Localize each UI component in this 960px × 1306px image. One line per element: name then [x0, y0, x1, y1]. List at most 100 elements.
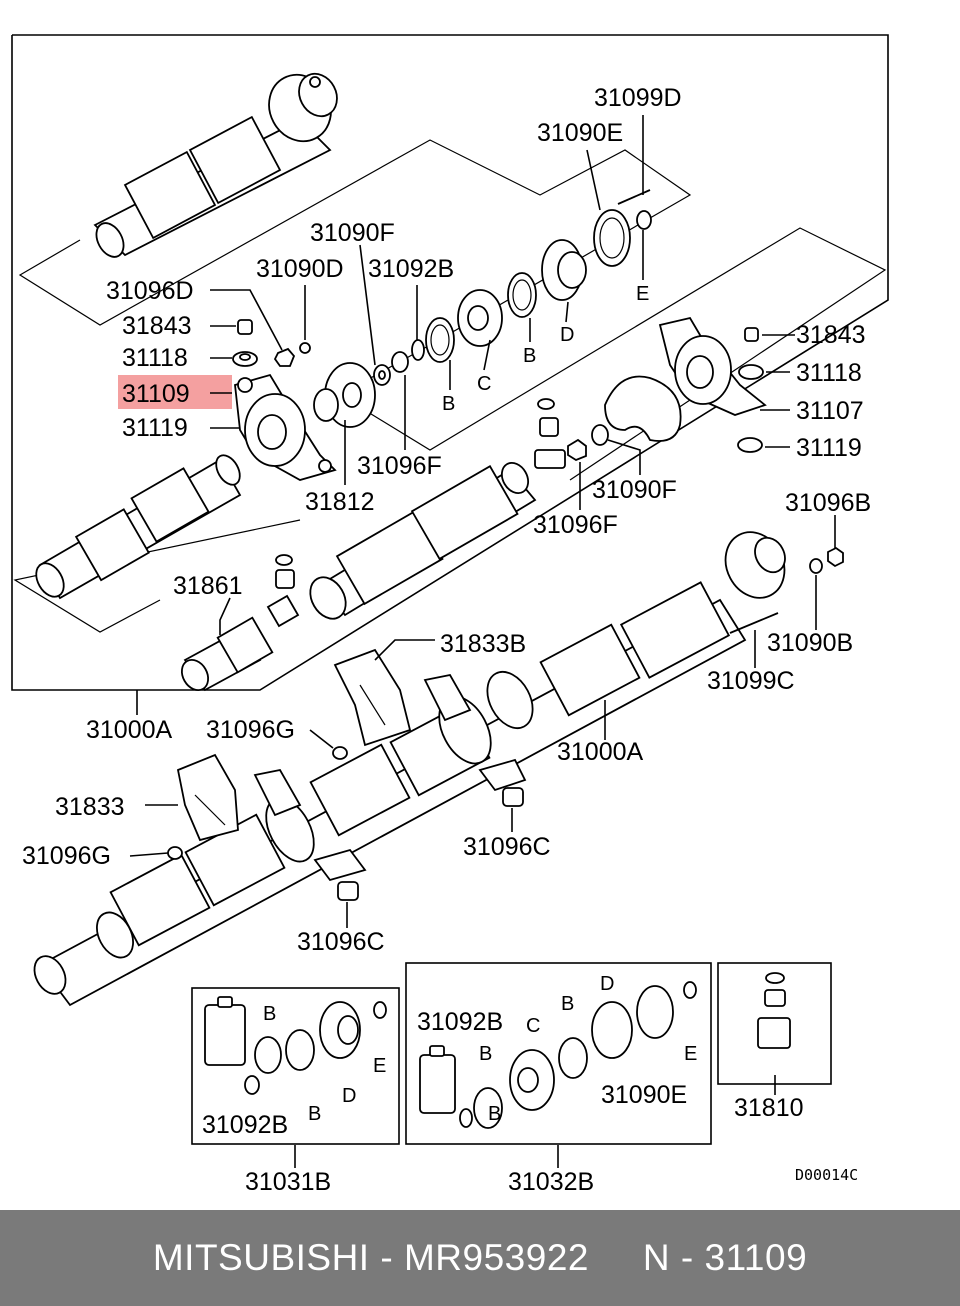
label-31096G-top: 31096G — [206, 716, 295, 744]
upper-group-outline — [18, 139, 692, 346]
label-31000A-left: 31000A — [86, 716, 173, 744]
leader-lines — [129, 115, 836, 1168]
label-31090B: 31090B — [767, 629, 853, 657]
yoke-flange-right — [604, 375, 682, 442]
footer-position: N - 31109 — [642, 1237, 808, 1278]
letter-D-top: D — [560, 324, 574, 346]
footer-brand: MITSUBISHI — [152, 1237, 370, 1278]
label-31096C-upper: 31096C — [463, 833, 551, 861]
label-31096D: 31096D — [106, 277, 194, 305]
nut-31096B — [827, 546, 844, 568]
label-31119-left: 31119 — [122, 414, 188, 442]
ring-31092B-top — [411, 339, 425, 361]
label-31092B-box1: 31092B — [202, 1111, 288, 1139]
clip-E-top — [636, 210, 652, 230]
letter-box2-B3: B — [488, 1103, 501, 1125]
label-31109: 31109 — [122, 380, 190, 408]
letter-box2-B2: B — [561, 993, 574, 1015]
letter-box2-D: D — [600, 973, 614, 995]
label-31090F-top: 31090F — [310, 219, 395, 247]
left-lower-shaft — [35, 454, 242, 600]
bushing-31096C-lower — [337, 881, 359, 901]
footer-part-number: MR953922 — [403, 1237, 589, 1278]
flange-31812 — [313, 362, 376, 428]
gasket-B-top-1 — [425, 317, 455, 363]
bolt-31099C — [729, 612, 779, 634]
center-bearing-31109 — [234, 373, 337, 481]
bushing-31843-right — [744, 327, 759, 342]
gasket-31090E-top — [593, 209, 631, 267]
label-31118-left: 31118 — [122, 344, 188, 372]
footer-caption: MITSUBISHI - MR953922 N - 31109 — [152, 1237, 808, 1278]
center-bearing-31107 — [658, 316, 767, 416]
bolt-31099D — [617, 189, 651, 205]
label-31118-right: 31118 — [796, 359, 862, 387]
bushing-31843-left — [237, 319, 253, 335]
letter-C-top: C — [477, 373, 491, 395]
letter-box1-B1: B — [263, 1003, 276, 1025]
label-31843-right: 31843 — [796, 321, 866, 349]
lower-group-outline — [13, 519, 301, 633]
nut-31096F-right — [567, 438, 587, 462]
label-31099C: 31099C — [707, 667, 795, 695]
part-info-footer: MITSUBISHI - MR953922 N - 31109 — [0, 1210, 960, 1306]
middle-shaft-drawing — [309, 462, 537, 620]
letter-B-top: B — [523, 345, 536, 367]
label-31096F-mid: 31096F — [357, 452, 442, 480]
kit2-parts — [419, 981, 697, 1129]
washer-31090B — [809, 558, 823, 574]
gasket-B-top-2 — [507, 272, 537, 318]
letter-box2-E: E — [684, 1043, 697, 1065]
yoke-shaft-31861 — [180, 554, 300, 692]
bushing-31096C-upper — [502, 787, 524, 807]
label-31812: 31812 — [305, 488, 375, 516]
callout-labels: 31099D 31090E 31090F 31090D 31092B 31096… — [22, 84, 871, 1196]
letter-box1-E: E — [373, 1055, 386, 1077]
label-31096C-lower: 31096C — [297, 928, 385, 956]
label-31090F-right: 31090F — [592, 476, 677, 504]
washer-31119-right — [737, 437, 763, 453]
label-31107: 31107 — [796, 397, 864, 425]
parts-diagram: 31099D 31090E 31090F 31090D 31092B 31096… — [11, 34, 889, 1196]
label-31843-left: 31843 — [122, 312, 192, 340]
letter-box1-D: D — [342, 1085, 356, 1107]
kit1-parts — [204, 996, 387, 1095]
letter-E-top: E — [636, 283, 649, 305]
label-31099D: 31099D — [594, 84, 682, 112]
washer-31090F-top — [373, 364, 391, 386]
ujoint-right — [534, 398, 566, 469]
assembly-frame — [11, 34, 889, 691]
label-31092B-top: 31092B — [368, 255, 454, 283]
flange-D-top — [541, 239, 587, 301]
label-31090E-top: 31090E — [537, 119, 623, 147]
label-31031B: 31031B — [245, 1168, 331, 1196]
nut-31096F-mid — [391, 351, 409, 373]
washer-31090D — [299, 342, 311, 354]
kit3-parts — [757, 972, 791, 1049]
label-31096B: 31096B — [785, 489, 871, 517]
letter-box2-C: C — [526, 1015, 540, 1037]
label-31119-right: 31119 — [796, 434, 862, 462]
kit-box-31031B — [191, 987, 400, 1145]
letter-B-mid: B — [442, 393, 455, 415]
flange-C-top — [457, 289, 503, 347]
drawing-code: D00014C — [795, 1166, 858, 1184]
nut-31096G-top — [332, 746, 348, 760]
washer-31118-right — [738, 364, 764, 380]
label-31096F-right: 31096F — [533, 511, 618, 539]
top-shaft-drawing — [93, 72, 338, 258]
label-31833B: 31833B — [440, 630, 526, 658]
letter-box1-B2: B — [308, 1103, 321, 1125]
heat-shield-31833 — [176, 753, 239, 842]
label-31096G-bottom: 31096G — [22, 842, 111, 870]
washer-31118-left — [232, 351, 258, 367]
label-31810: 31810 — [734, 1094, 804, 1122]
nut-31096G-bottom — [167, 846, 183, 860]
label-31000A-right: 31000A — [557, 738, 644, 766]
label-31032B: 31032B — [508, 1168, 594, 1196]
nut-31096D — [273, 347, 296, 367]
label-31833: 31833 — [55, 793, 125, 821]
heat-shield-31833B — [333, 648, 412, 747]
label-31861: 31861 — [173, 572, 243, 600]
label-31090D: 31090D — [256, 255, 344, 283]
